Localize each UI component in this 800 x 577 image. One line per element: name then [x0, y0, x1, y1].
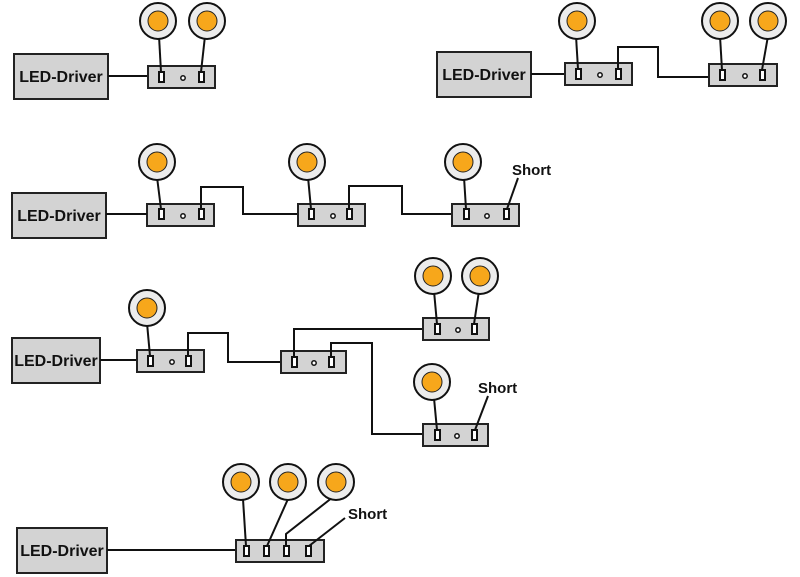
port — [283, 545, 290, 557]
config-4: LED-Driver Short — [11, 257, 517, 447]
short-wire — [308, 517, 346, 547]
lamp-icon — [269, 463, 307, 501]
config-2: LED-Driver — [436, 2, 787, 98]
port — [471, 323, 478, 335]
wire — [473, 290, 480, 325]
junction-dot — [454, 433, 460, 439]
wire — [285, 496, 334, 546]
led-driver-box — [13, 53, 109, 100]
led-driver-label: LED-Driver — [17, 208, 101, 225]
port — [263, 545, 270, 557]
wire — [761, 35, 769, 71]
port — [305, 545, 312, 557]
wire — [575, 35, 579, 70]
led-driver-label: LED-Driver — [20, 543, 104, 560]
junction-dot — [169, 359, 175, 365]
junction-dot — [742, 73, 748, 79]
wire — [617, 46, 709, 78]
junction-dot — [311, 360, 317, 366]
wire — [293, 328, 423, 357]
port — [328, 356, 335, 368]
wire — [433, 397, 438, 431]
led-driver-box — [436, 51, 532, 98]
port — [719, 69, 726, 81]
wire — [146, 322, 151, 357]
wire — [156, 176, 162, 210]
config-3: LED-Driver Short — [11, 143, 551, 239]
port — [463, 208, 470, 220]
port — [158, 208, 165, 220]
port — [158, 71, 165, 83]
port — [185, 355, 192, 367]
short-wire — [506, 177, 519, 210]
led-driver-label: LED-Driver — [19, 69, 103, 86]
wire — [307, 176, 312, 210]
junction-dot — [180, 213, 186, 219]
led-driver-box — [11, 192, 107, 239]
config-1: LED-Driver — [13, 2, 226, 100]
port — [198, 71, 205, 83]
port — [434, 429, 441, 441]
wire — [463, 176, 467, 210]
wire — [200, 186, 298, 215]
lamp-icon — [749, 2, 787, 40]
short-label: Short — [512, 162, 551, 179]
lamp-icon — [139, 2, 177, 40]
lamp-icon — [128, 289, 166, 327]
short-label: Short — [348, 506, 387, 523]
lamp-icon — [558, 2, 596, 40]
port — [308, 208, 315, 220]
led-driver-label: LED-Driver — [14, 353, 98, 370]
lamp-icon — [701, 2, 739, 40]
lamp-icon — [461, 257, 499, 295]
junction-dot — [597, 72, 603, 78]
port — [575, 68, 582, 80]
junction-dot — [455, 327, 461, 333]
short-label: Short — [478, 380, 517, 397]
short-wire — [474, 395, 489, 431]
junction-dot — [484, 213, 490, 219]
port — [615, 68, 622, 80]
led-driver-label: LED-Driver — [442, 67, 526, 84]
config-5: LED-Driver Short — [16, 463, 387, 574]
lamp-icon — [188, 2, 226, 40]
port — [147, 355, 154, 367]
wire — [348, 185, 452, 215]
wire — [200, 35, 206, 73]
lamp-icon — [414, 257, 452, 295]
port — [759, 69, 766, 81]
port — [243, 545, 250, 557]
lamp-icon — [413, 363, 451, 401]
port — [291, 356, 298, 368]
port — [503, 208, 510, 220]
wire — [433, 290, 438, 325]
lamp-icon — [222, 463, 260, 501]
wire — [330, 342, 423, 435]
lamp-icon — [444, 143, 482, 181]
port — [346, 208, 353, 220]
port — [198, 208, 205, 220]
lamp-icon — [288, 143, 326, 181]
wire — [266, 498, 289, 547]
port — [471, 429, 478, 441]
junction-box — [235, 539, 325, 563]
junction-dot — [180, 75, 186, 81]
wire — [242, 498, 247, 547]
led-driver-box — [11, 337, 101, 384]
wire — [187, 332, 281, 363]
wire — [719, 35, 723, 71]
junction-dot — [330, 213, 336, 219]
wire — [158, 35, 162, 73]
port — [434, 323, 441, 335]
lamp-icon — [317, 463, 355, 501]
lamp-icon — [138, 143, 176, 181]
